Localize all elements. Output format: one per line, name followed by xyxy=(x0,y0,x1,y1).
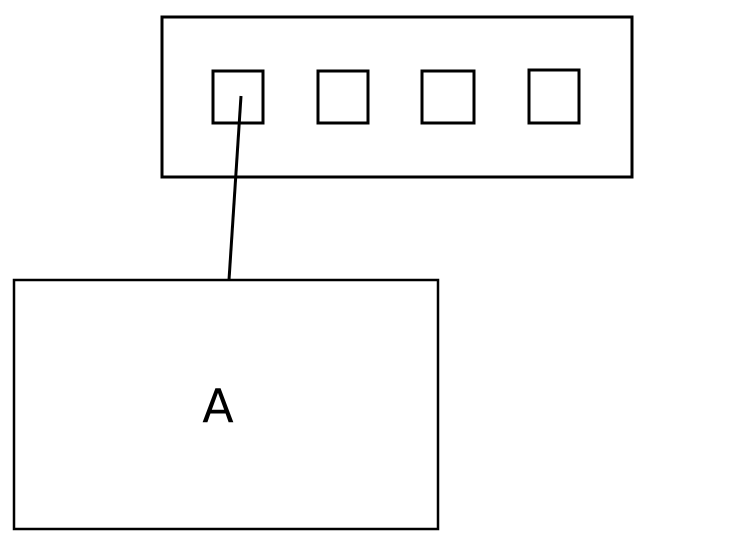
connector-panel xyxy=(160,15,634,179)
panel-slot xyxy=(316,69,370,125)
connecting-wire xyxy=(227,95,243,281)
panel-slot xyxy=(211,69,265,125)
panel-slot xyxy=(420,69,476,125)
panel-slot xyxy=(527,68,581,125)
box-a-label: A xyxy=(202,379,234,433)
box-a xyxy=(12,278,440,531)
